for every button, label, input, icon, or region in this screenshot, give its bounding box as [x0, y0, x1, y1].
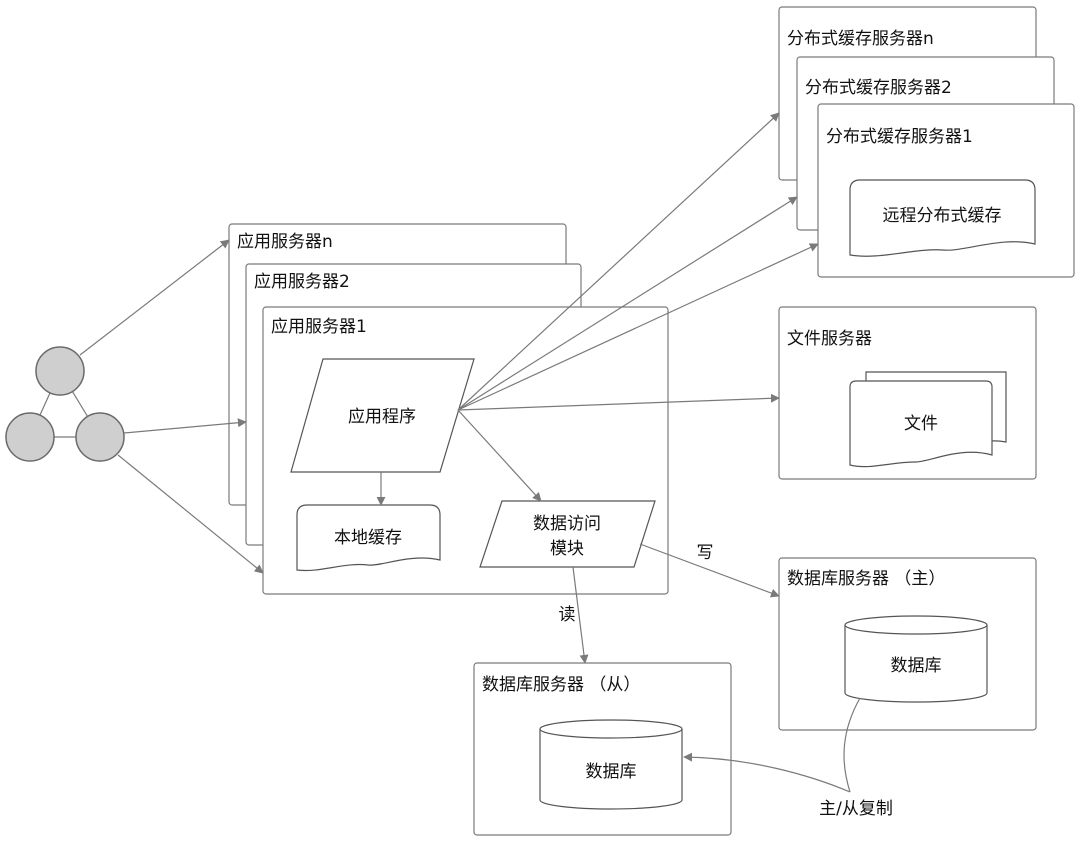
- cache-server-1: 分布式缓存服务器1 远程分布式缓存: [817, 103, 1075, 278]
- app-program-label: 应用程序: [348, 407, 416, 427]
- file-label: 文件: [904, 414, 938, 434]
- read-label: 读: [559, 605, 576, 625]
- file-stack-icon: [849, 371, 1007, 468]
- app-server-1-title: 应用服务器1: [271, 317, 367, 337]
- remote-cache-label: 远程分布式缓存: [883, 206, 1002, 226]
- data-access-module-node: 数据访问 模块: [479, 500, 656, 568]
- cluster-node-top: [35, 346, 85, 396]
- db-master-title: 数据库服务器 （主）: [787, 569, 945, 589]
- edge-app-to-file-server: [457, 393, 780, 411]
- replication-label: 主/从复制: [819, 799, 893, 819]
- db-slave-server: 数据库服务器 （从） 数据库: [473, 662, 732, 836]
- file-server-title: 文件服务器: [787, 329, 872, 349]
- data-access-label-line2: 模块: [550, 539, 584, 559]
- app-server-2-title: 应用服务器2: [254, 272, 350, 292]
- edge-write-to-master: [639, 543, 780, 598]
- edge-app-to-cache-n: [457, 112, 780, 411]
- local-cache-label: 本地缓存: [334, 528, 402, 548]
- cache-server-1-title: 分布式缓存服务器1: [826, 127, 973, 147]
- db-master-cylinder-icon: [844, 615, 988, 703]
- cluster-node-left: [5, 412, 55, 462]
- app-program-node: 应用程序: [290, 358, 475, 473]
- write-label: 写: [697, 543, 714, 563]
- edge-replication: [683, 752, 851, 793]
- local-cache-node: 本地缓存: [296, 504, 441, 572]
- cache-server-n-title: 分布式缓存服务器n: [787, 29, 934, 49]
- db-slave-title: 数据库服务器 （从）: [482, 675, 640, 695]
- db-slave-cylinder-icon: [539, 719, 683, 810]
- db-master-server: 数据库服务器 （主） 数据库: [778, 557, 1037, 731]
- file-server: 文件服务器 文件: [778, 306, 1037, 480]
- data-access-label-line1: 数据访问: [533, 514, 601, 534]
- cache-server-2-title: 分布式缓存服务器2: [805, 78, 952, 98]
- load-balancer-cluster: [5, 346, 125, 462]
- remote-cache-node: 远程分布式缓存: [849, 179, 1036, 257]
- edge-replication-tail: [843, 697, 861, 793]
- edge-app-to-cache-1: [457, 243, 819, 411]
- edge-read-from-slave: [572, 566, 589, 664]
- db-master-label: 数据库: [891, 656, 942, 676]
- cluster-node-right: [75, 412, 125, 462]
- app-server-1: 应用服务器1 应用程序 本地缓存 数据访问 模块: [262, 306, 669, 595]
- edge-app-to-cache-2: [457, 196, 798, 411]
- edge-app-to-data-access: [457, 409, 542, 502]
- edge-cluster-to-app-1: [117, 454, 264, 574]
- edge-cluster-to-app-n: [79, 239, 230, 356]
- edge-cluster-to-app-2: [123, 418, 247, 434]
- app-server-n-title: 应用服务器n: [237, 232, 333, 252]
- db-slave-label: 数据库: [586, 762, 637, 782]
- edges: [79, 112, 861, 793]
